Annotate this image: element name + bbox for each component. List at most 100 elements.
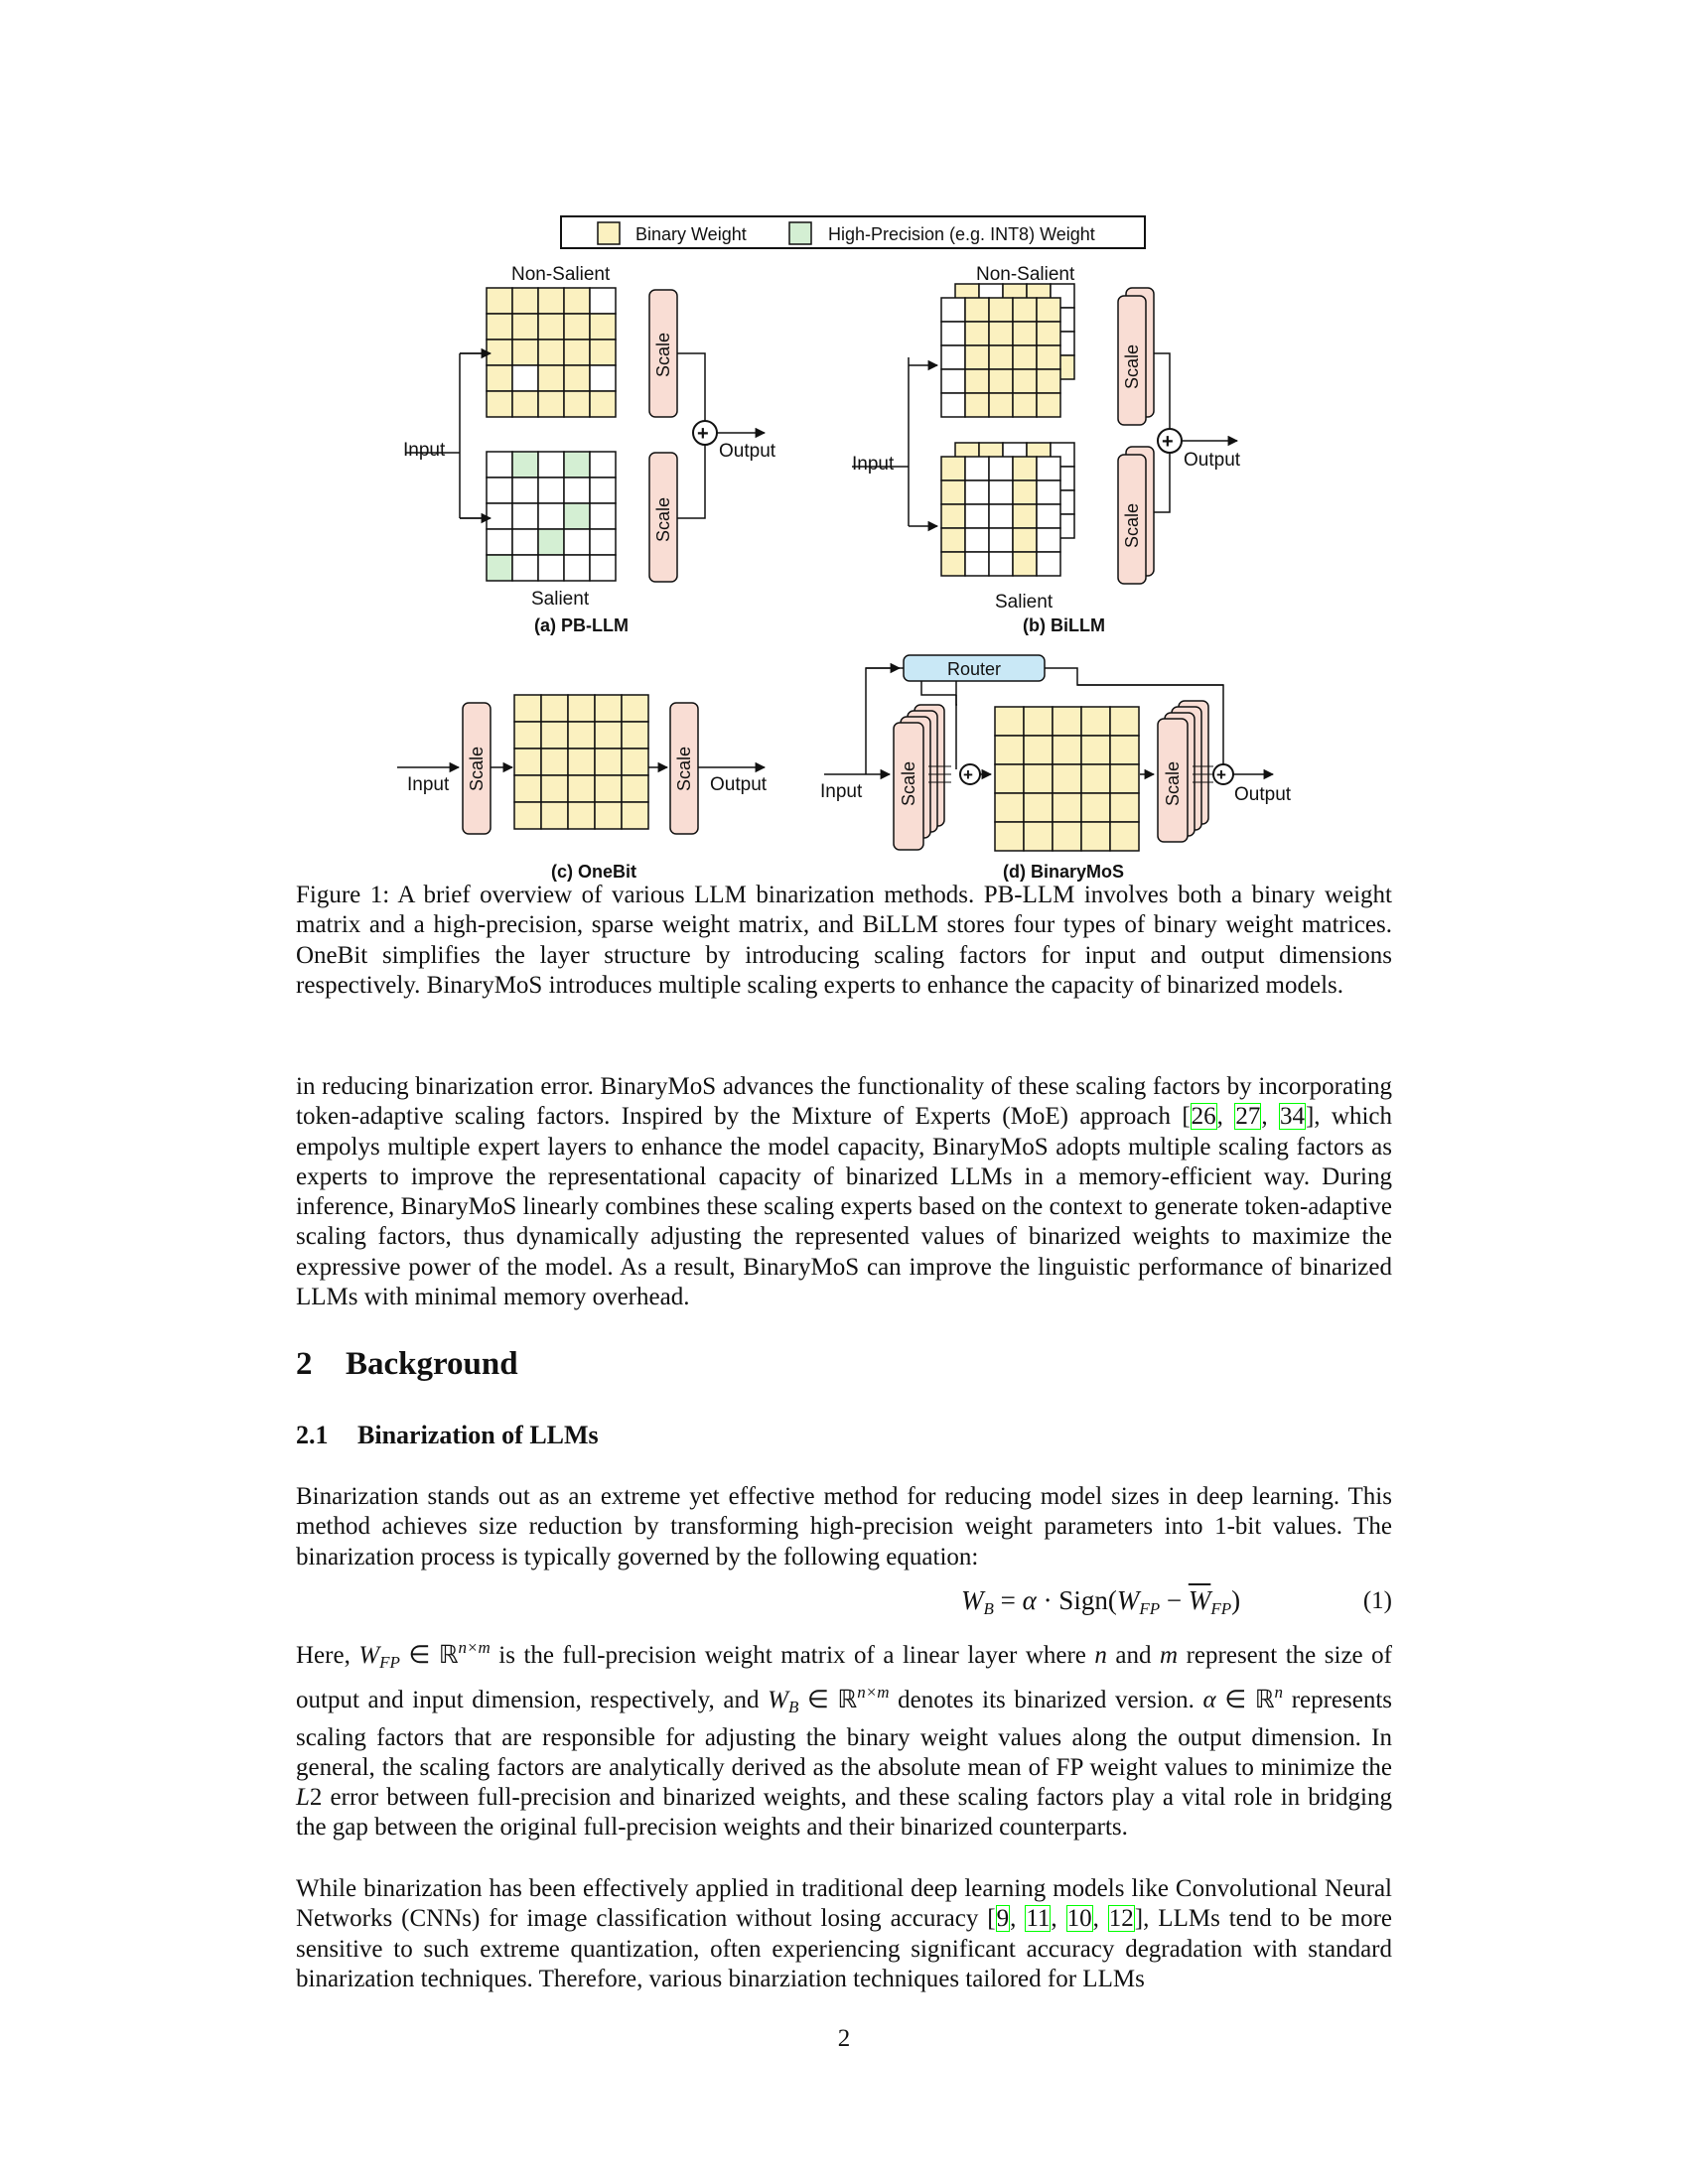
weight-cell xyxy=(940,368,966,394)
citation-10[interactable]: 10 xyxy=(1065,1905,1093,1933)
weight-cell xyxy=(1036,551,1061,577)
weight-cell xyxy=(1036,297,1061,323)
weight-cell xyxy=(1080,821,1111,852)
weight-cell xyxy=(511,339,539,366)
weight-cell xyxy=(1036,527,1061,553)
panel-c-onebit: Input Scale Scale Output (c) OneBit xyxy=(397,694,768,882)
weight-cell xyxy=(988,368,1014,394)
weight-cell xyxy=(988,527,1014,553)
svg-text:+: + xyxy=(697,423,709,445)
pb-llm-scale-bottom xyxy=(648,452,678,583)
weight-cell xyxy=(486,528,513,556)
weight-cell xyxy=(1012,527,1038,553)
weight-cell xyxy=(1012,297,1038,323)
weight-cell xyxy=(1036,321,1061,346)
binarymos-scale-output-label: Scale xyxy=(1163,761,1183,806)
svg-text:+: + xyxy=(963,765,973,784)
weight-cell xyxy=(540,748,569,776)
onebit-scale-output-label: Scale xyxy=(674,747,694,791)
billm-scale-bottom xyxy=(1117,454,1147,585)
weight-cell xyxy=(964,479,990,505)
binarization-paragraph: Binarization stands out as an extreme ye… xyxy=(296,1483,1392,1570)
weight-cell xyxy=(988,297,1014,323)
weight-cell xyxy=(537,339,565,366)
weight-cell xyxy=(589,477,617,504)
citation-9[interactable]: 9 xyxy=(995,1905,1011,1933)
weight-cell xyxy=(994,821,1025,852)
weight-cell xyxy=(537,390,565,418)
weight-cell xyxy=(486,287,513,315)
definitions-paragraph: Here, WFP ∈ ℝn×m is the full-precision w… xyxy=(296,1638,1393,1842)
binarymos-scale-experts-input xyxy=(893,722,924,851)
weight-cell xyxy=(1052,706,1082,737)
weight-cell xyxy=(537,528,565,556)
subsection-title: Binarization of LLMs xyxy=(357,1421,599,1449)
binary-weight-swatch xyxy=(597,221,621,245)
subsection-number: 2.1 xyxy=(296,1421,329,1449)
pb-llm-scale-top-label: Scale xyxy=(653,333,673,377)
weight-cell xyxy=(621,748,649,776)
weight-cell xyxy=(486,339,513,366)
equation-1: WB = α · Sign(WFP − WFP) (1) xyxy=(296,1585,1392,1625)
weight-cell xyxy=(988,344,1014,370)
pb-llm-output-label: Output xyxy=(719,441,776,462)
binarymos-scale-experts-output xyxy=(1157,718,1189,843)
legend-binary-label: Binary Weight xyxy=(635,224,747,244)
citation-34[interactable]: 34 xyxy=(1278,1103,1306,1131)
weight-cell xyxy=(964,368,990,394)
weight-cell xyxy=(537,364,565,392)
citation-12[interactable]: 12 xyxy=(1107,1905,1135,1933)
weight-cell xyxy=(567,801,596,830)
pb-llm-scale-bottom-label: Scale xyxy=(653,497,673,542)
weight-cell xyxy=(1036,368,1061,394)
weight-cell xyxy=(563,390,591,418)
weight-cell xyxy=(1023,792,1054,823)
weight-cell xyxy=(513,774,542,803)
weight-cell xyxy=(1109,735,1140,765)
cnn-paragraph: While binarization has been effectively … xyxy=(296,1875,1392,1992)
weight-cell xyxy=(594,748,623,776)
weight-cell xyxy=(1109,821,1140,852)
citation-26[interactable]: 26 xyxy=(1190,1103,1217,1131)
weight-cell xyxy=(1036,479,1061,505)
weight-cell xyxy=(994,706,1025,737)
weight-cell xyxy=(1052,792,1082,823)
weight-cell xyxy=(563,364,591,392)
svg-text:+: + xyxy=(1216,765,1226,784)
weight-cell xyxy=(1012,456,1038,481)
onebit-binary-matrix xyxy=(513,694,649,830)
panel-c-title: (c) OneBit xyxy=(551,862,636,882)
weight-cell xyxy=(567,774,596,803)
router-label: Router xyxy=(947,659,1001,679)
binarymos-output-label: Output xyxy=(1234,784,1292,805)
weight-cell xyxy=(589,554,617,582)
citation-11[interactable]: 11 xyxy=(1025,1905,1052,1933)
figure-1: Binary Weight High-Precision (e.g. INT8)… xyxy=(397,215,1292,882)
billm-scale-bottom-label: Scale xyxy=(1122,503,1142,548)
weight-cell xyxy=(594,721,623,750)
billm-input-label: Input xyxy=(852,454,895,475)
subsection-heading: 2.1 Binarization of LLMs xyxy=(296,1421,599,1450)
section-title: Background xyxy=(346,1346,518,1382)
weight-cell xyxy=(563,528,591,556)
weight-cell xyxy=(940,479,966,505)
weight-cell xyxy=(1080,792,1111,823)
weight-cell xyxy=(1023,735,1054,765)
weight-cell xyxy=(621,694,649,723)
weight-cell xyxy=(1012,551,1038,577)
weight-cell xyxy=(486,477,513,504)
weight-cell xyxy=(940,527,966,553)
weight-cell xyxy=(1109,792,1140,823)
weight-cell xyxy=(511,364,539,392)
weight-cell xyxy=(486,364,513,392)
weight-cell xyxy=(1012,344,1038,370)
high-precision-weight-swatch xyxy=(788,221,812,245)
binarymos-binary-matrix xyxy=(994,706,1140,852)
weight-cell xyxy=(513,694,542,723)
weight-cell xyxy=(964,527,990,553)
weight-cell xyxy=(589,390,617,418)
billm-binary-matrices-bottom xyxy=(940,442,1075,577)
weight-cell xyxy=(540,801,569,830)
weight-cell xyxy=(621,801,649,830)
citation-27[interactable]: 27 xyxy=(1234,1103,1262,1131)
